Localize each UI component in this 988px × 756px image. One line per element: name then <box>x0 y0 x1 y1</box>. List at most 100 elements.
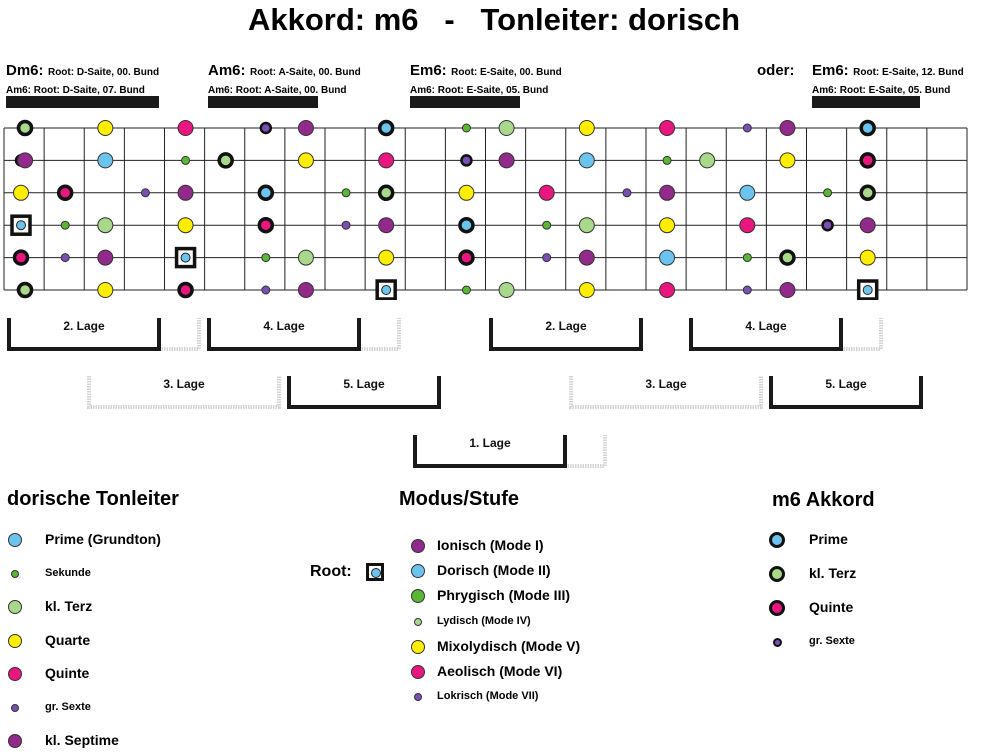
kl-septime-note <box>659 184 676 201</box>
gr-sexte-note <box>140 188 150 198</box>
legend-item: kl. Terz <box>0 595 300 619</box>
lage-label: 3. Lage <box>645 377 687 391</box>
header-bar <box>410 96 520 108</box>
legend-item: Mixolydisch (Mode V) <box>400 635 660 659</box>
quarte-note <box>659 217 676 234</box>
kl-terz-note <box>859 184 876 202</box>
legend-label: Quinte <box>45 665 90 681</box>
legend-chord-title: m6 Akkord <box>772 489 875 511</box>
header-dm6: Dm6: Root: D-Saite, 00. Bund Am6: Root: … <box>6 62 159 98</box>
mode-VI-icon <box>411 665 425 679</box>
sekunde-note <box>542 220 552 230</box>
lage-bracket: 1. Lage <box>413 435 607 468</box>
legend-label: Prime (Grundton) <box>45 531 161 547</box>
quarte-note <box>578 282 595 298</box>
page-title: Akkord: m6 - Tonleiter: dorisch <box>247 2 741 37</box>
legend-item: Lydisch (Mode IV) <box>400 610 660 634</box>
sekunde-note <box>461 123 471 133</box>
gr-sexte-note <box>622 188 632 198</box>
legend-item: Ionisch (Mode I) <box>400 534 660 558</box>
mode-V-icon <box>411 639 425 654</box>
kl-terz-note <box>699 152 716 169</box>
lage-label: 4. Lage <box>745 319 787 333</box>
legend-item: Quinte <box>0 662 300 686</box>
prime-note <box>659 249 676 266</box>
quarte-note <box>13 184 29 201</box>
header-em6: Em6: Root: E-Saite, 00. Bund Am6: Root: … <box>410 62 562 98</box>
quarte-note <box>297 152 314 169</box>
kl-terz-note <box>779 249 796 266</box>
kl-septime-note <box>859 217 876 234</box>
quarte-note <box>177 217 194 234</box>
quinte-note <box>659 282 676 298</box>
quinte-note <box>538 184 555 201</box>
header-alt-line: Am6: Root: E-Saite, 05. Bund <box>812 85 951 96</box>
kl-terz-ring-icon <box>769 566 785 582</box>
quinte-note <box>859 152 876 169</box>
legend-label: kl. Terz <box>809 565 857 581</box>
quinte-note <box>739 217 756 234</box>
sekunde-note <box>823 188 833 198</box>
quinte-ring-icon <box>769 600 785 616</box>
lage-bracket: 2. Lage <box>7 318 201 351</box>
legend-item: Dorisch (Mode II) <box>400 559 660 583</box>
quarte-note <box>578 120 595 136</box>
kl-septime-note <box>17 152 34 169</box>
sekunde-icon <box>11 569 19 578</box>
kl-terz-note <box>498 120 515 136</box>
lage-label: 2. Lage <box>63 319 105 333</box>
quarte-note <box>458 184 475 201</box>
kl-septime-icon <box>8 734 22 748</box>
root-dot-icon <box>371 568 381 578</box>
legend-item: Lokrisch (Mode VII) <box>400 685 660 709</box>
fretboard-notes <box>10 119 879 300</box>
kl-septime-note <box>498 152 515 169</box>
header-alt-line: Am6: Root: E-Saite, 05. Bund <box>410 85 549 96</box>
sekunde-note <box>742 253 752 263</box>
kl-septime-note <box>177 184 194 201</box>
sekunde-note <box>662 155 672 165</box>
legend-item: Aeolisch (Mode VI) <box>400 660 660 684</box>
legend-label: Phrygisch (Mode III) <box>437 587 571 604</box>
prime-note <box>578 152 595 169</box>
quinte-note <box>378 152 395 169</box>
quarte-note <box>779 152 796 169</box>
legend-label: Mixolydisch (Mode V) <box>437 637 581 654</box>
legend-item: kl. Septime <box>0 729 300 753</box>
lage-bracket: 5. Lage <box>287 376 441 409</box>
prime-note <box>257 184 275 202</box>
header-root-line: Root: E-Saite, 00. Bund <box>451 67 562 78</box>
header-bar <box>6 96 159 108</box>
prime-note <box>97 152 114 169</box>
header-root-line: Root: A-Saite, 00. Bund <box>249 67 361 78</box>
gr-sexte-icon <box>11 703 19 712</box>
lage-bracket: 4. Lage <box>207 318 401 351</box>
lage-label: 5. Lage <box>343 377 385 391</box>
legend-modes: Ionisch (Mode I) Dorisch (Mode II) Phrygis… <box>400 534 660 719</box>
legend-item: kl. Terz <box>760 562 980 586</box>
quarte-note <box>97 120 114 136</box>
kl-septime-note <box>297 120 314 136</box>
quarte-note <box>859 249 876 266</box>
kl-terz-note <box>297 249 314 266</box>
legend-label: Lydisch (Mode IV) <box>437 614 531 627</box>
mode-VII-icon <box>414 693 422 702</box>
prime-note <box>10 214 32 236</box>
quarte-note <box>97 282 114 298</box>
legend-label: Lokrisch (Mode VII) <box>437 690 539 703</box>
kl-septime-note <box>779 120 796 136</box>
quinte-note <box>458 249 475 266</box>
gr-sexte-note <box>742 285 752 295</box>
lage-bracket: 2. Lage <box>489 318 643 351</box>
legend-item: Phrygisch (Mode III) <box>400 584 660 608</box>
legend-item: gr. Sexte <box>0 696 300 720</box>
mode-IV-icon <box>414 617 422 626</box>
header-chord-name: Em6: <box>410 62 447 79</box>
quinte-note <box>659 120 676 136</box>
header-alt-line: Am6: Root: D-Saite, 07. Bund <box>6 85 145 96</box>
quarte-note <box>378 249 395 266</box>
lage-bracket: 4. Lage <box>689 318 883 351</box>
legend-label: Dorisch (Mode II) <box>437 562 551 579</box>
sekunde-note <box>181 155 191 165</box>
gr-sexte-note <box>821 218 834 232</box>
